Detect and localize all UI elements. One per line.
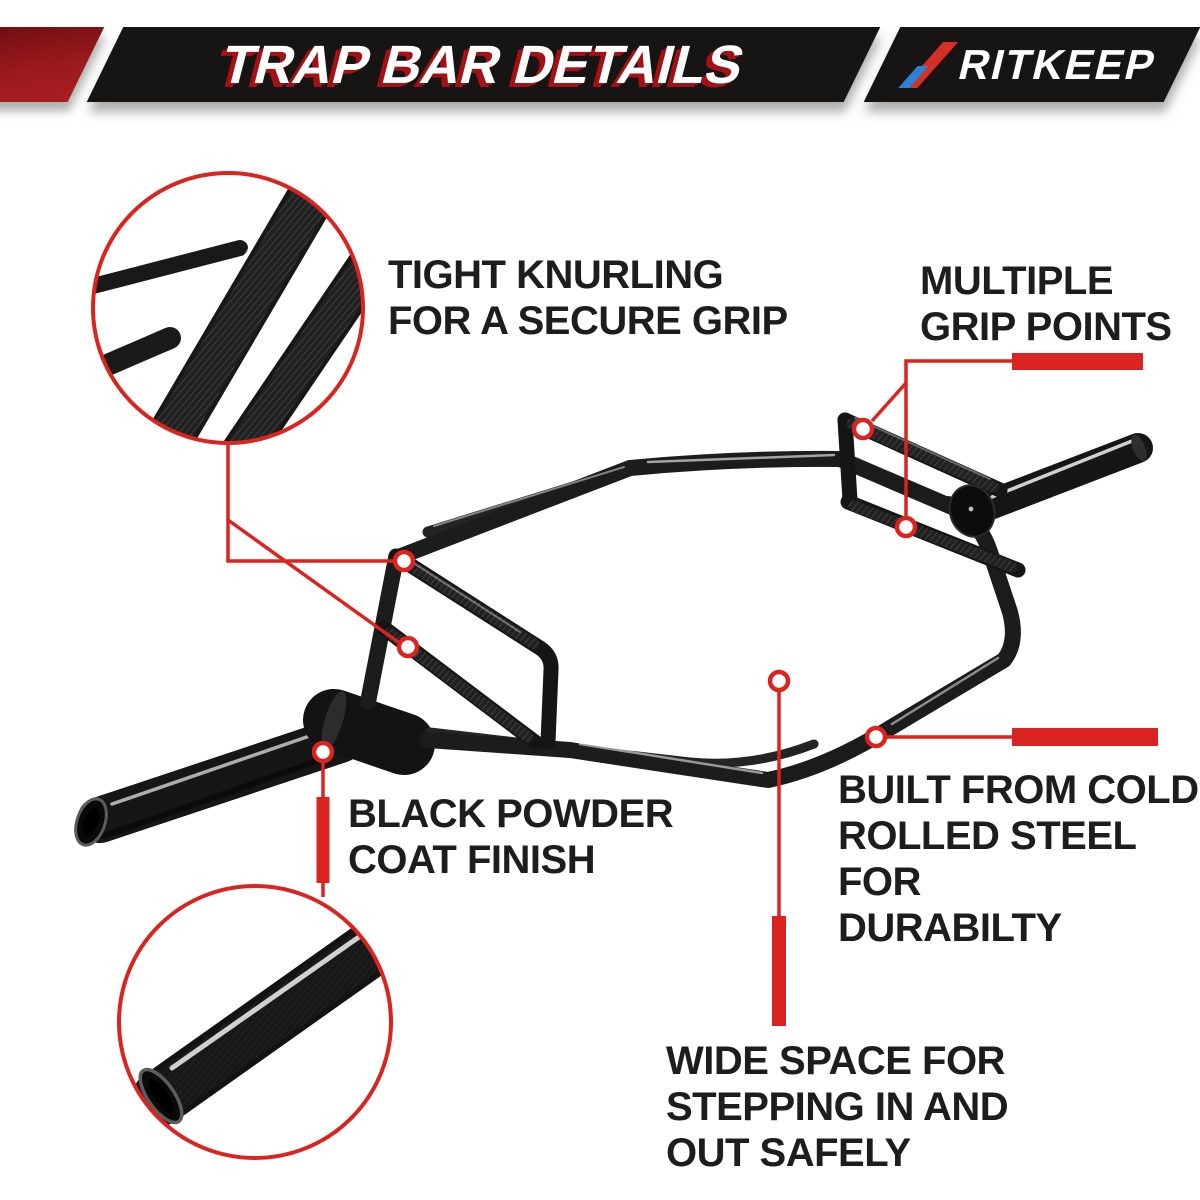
grip-points-bar [1012, 353, 1143, 370]
steel-bar [1012, 728, 1158, 746]
callout-label-cold-rolled-steel: BUILT FROM COLD ROLLED STEEL FOR DURABIL… [838, 768, 1199, 950]
brand-name: RITKEEP [955, 40, 1163, 88]
brand-logo: RITKEEP [898, 40, 1163, 89]
inset-sleeve-ring [117, 884, 393, 1160]
powder-coat-pointer [316, 763, 330, 897]
callout-connectors [226, 353, 1158, 1026]
left-collar [303, 689, 435, 775]
inset-knurling-ring [91, 171, 365, 445]
callout-dot-left-upper-grip [392, 549, 416, 573]
callout-label-powder-coat: BLACK POWDER COAT FINISH [348, 792, 674, 882]
callout-dot-powder-coat [311, 740, 335, 764]
left-sleeve [74, 717, 363, 847]
maroon-accent-chip [0, 27, 105, 102]
steel-pointer [887, 728, 1158, 746]
callout-label-grip-points: MULTIPLE GRIP POINTS [920, 259, 1172, 349]
knurling-pointer [226, 444, 400, 644]
wide-space-bar [772, 916, 786, 1026]
callout-dot-wide-space [767, 669, 791, 693]
callout-dot-right-upper-grip [851, 417, 875, 441]
right-collar [948, 484, 996, 538]
callout-dot-right-lower-grip [894, 515, 918, 539]
wide-space-pointer [772, 692, 786, 1026]
trap-bar [74, 412, 1153, 847]
callout-label-wide-space: WIDE SPACE FOR STEPPING IN AND OUT SAFEL… [666, 1039, 1009, 1175]
right-handles [837, 412, 1026, 578]
header-banner: TRAP BAR DETAILS RITKEEP [0, 0, 1200, 150]
brand-logo-icon [898, 41, 959, 88]
title-banner: TRAP BAR DETAILS [86, 27, 881, 102]
page-title: TRAP BAR DETAILS [215, 34, 752, 95]
callout-dot-steel [864, 725, 888, 749]
inset-sleeve-detail [117, 884, 393, 1160]
callout-dot-left-lower-grip [396, 635, 420, 659]
inset-knurling-detail [91, 171, 365, 445]
brand-banner: RITKEEP [863, 27, 1200, 102]
right-sleeve [967, 433, 1153, 523]
grip-points-pointer [870, 353, 1143, 516]
powder-coat-bar [316, 797, 330, 883]
hexagon-frame [360, 450, 1021, 788]
callout-label-knurling: TIGHT KNURLING FOR A SECURE GRIP [388, 253, 788, 343]
